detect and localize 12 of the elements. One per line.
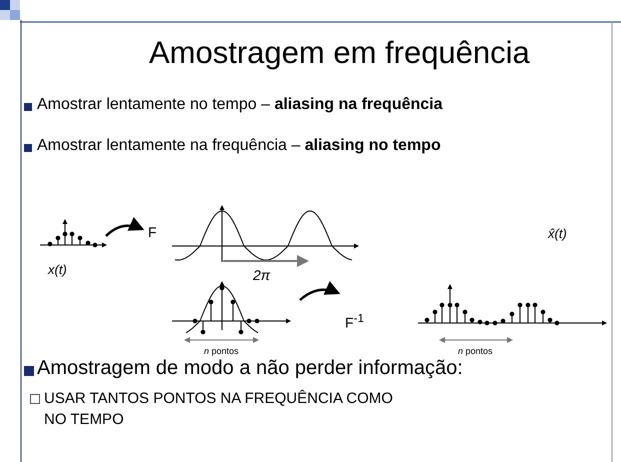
bullet-text: USAR TANTOS PONTOS NA FREQUÊNCIA COMO NO TEMPO bbox=[44, 388, 394, 430]
transform-label: F$^{-1}$ bbox=[345, 312, 364, 331]
dimension-label: n pontos bbox=[204, 346, 239, 356]
dimension-label: 2π bbox=[253, 267, 270, 283]
signal-label: x̂(t) bbox=[548, 226, 567, 241]
signal-label: x(t) bbox=[48, 262, 67, 277]
bullet-text: Amostrar lentamente no tempo – aliasing na frequência bbox=[37, 96, 443, 114]
bullet-text: Amostragem de modo a não perder informação: bbox=[37, 357, 463, 380]
bullet-text: Amostrar lentamente na frequência – aliasing no tempo bbox=[37, 137, 441, 155]
dimension-label: n pontos bbox=[458, 346, 493, 356]
slide-title: Amostragem em frequência bbox=[149, 35, 530, 71]
transform-label: F bbox=[148, 224, 157, 240]
